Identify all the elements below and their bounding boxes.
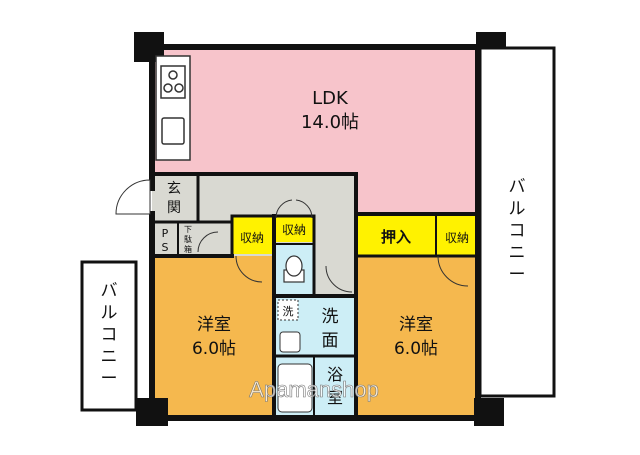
balcony-right-label: ニ: [509, 243, 526, 263]
storage-center-label: 収納: [282, 223, 306, 237]
walls: [147, 44, 483, 421]
watermark: Apamanshop: [249, 377, 379, 402]
balcony-left-label: バ: [101, 281, 118, 301]
bath-label: 室: [327, 388, 343, 407]
balcony-left-label: ニ: [101, 347, 118, 367]
oshiire-label: 押入: [381, 228, 411, 246]
entrance-door-icon: [115, 179, 151, 215]
toilet-icon: [283, 255, 305, 283]
ldk-size: 14.0帖: [301, 112, 359, 133]
getabako-label: 駄: [184, 234, 192, 244]
balcony-right-label: ー: [509, 265, 526, 285]
oshiire-area: [356, 216, 436, 256]
balcony-right-label: ル: [509, 199, 526, 219]
storage-center-area: [274, 216, 314, 242]
balcony-right: [478, 46, 556, 398]
getabako-area: [178, 222, 198, 256]
balcony-left-label: ル: [101, 303, 118, 323]
western-room-right-name: 洋室: [399, 315, 433, 335]
ldk-name: LDK: [312, 88, 349, 109]
kitchen-counter: [155, 55, 191, 161]
storage-right-area: [436, 216, 478, 256]
sentaku-label: 洗: [283, 305, 294, 318]
storage-right-label: 収納: [445, 231, 469, 245]
ldk-lower-right-area: [356, 176, 478, 216]
door-swings: [115, 179, 469, 293]
genkan-area: [152, 176, 198, 222]
sink-icon: [161, 117, 185, 145]
washbasin-icon: [279, 331, 301, 353]
western-room-left-area: [152, 256, 274, 416]
bathtub-icon: [277, 363, 313, 413]
balcony-left-label: コ: [101, 325, 118, 345]
genkan-label: 玄: [167, 180, 181, 197]
balcony-left-label: ー: [101, 369, 118, 389]
western-room-left-size: 6.0帖: [192, 339, 236, 359]
balcony-right-label: コ: [509, 221, 526, 241]
western-room-right-area: [356, 256, 478, 416]
bath-area: [314, 356, 356, 416]
storage-left-label: 収納: [240, 231, 264, 245]
senmen-label: 面: [322, 331, 339, 351]
getabako-label: 下: [184, 225, 192, 234]
washing-machine-icon: [277, 299, 299, 321]
genkan-label: 関: [167, 200, 181, 216]
western-room-left-name: 洋室: [197, 315, 231, 335]
getabako-label: 箱: [184, 244, 192, 254]
western-room-right-size: 6.0帖: [394, 339, 438, 359]
ps-area: [152, 222, 178, 256]
ps-label: S: [162, 241, 169, 254]
bath-label: 浴: [327, 365, 343, 384]
senmen-label: 洗: [322, 307, 339, 327]
balcony-left: [80, 260, 138, 412]
ps-label: P: [162, 227, 169, 240]
storage-left-area: [232, 216, 272, 254]
balcony-right-label: バ: [509, 177, 526, 197]
